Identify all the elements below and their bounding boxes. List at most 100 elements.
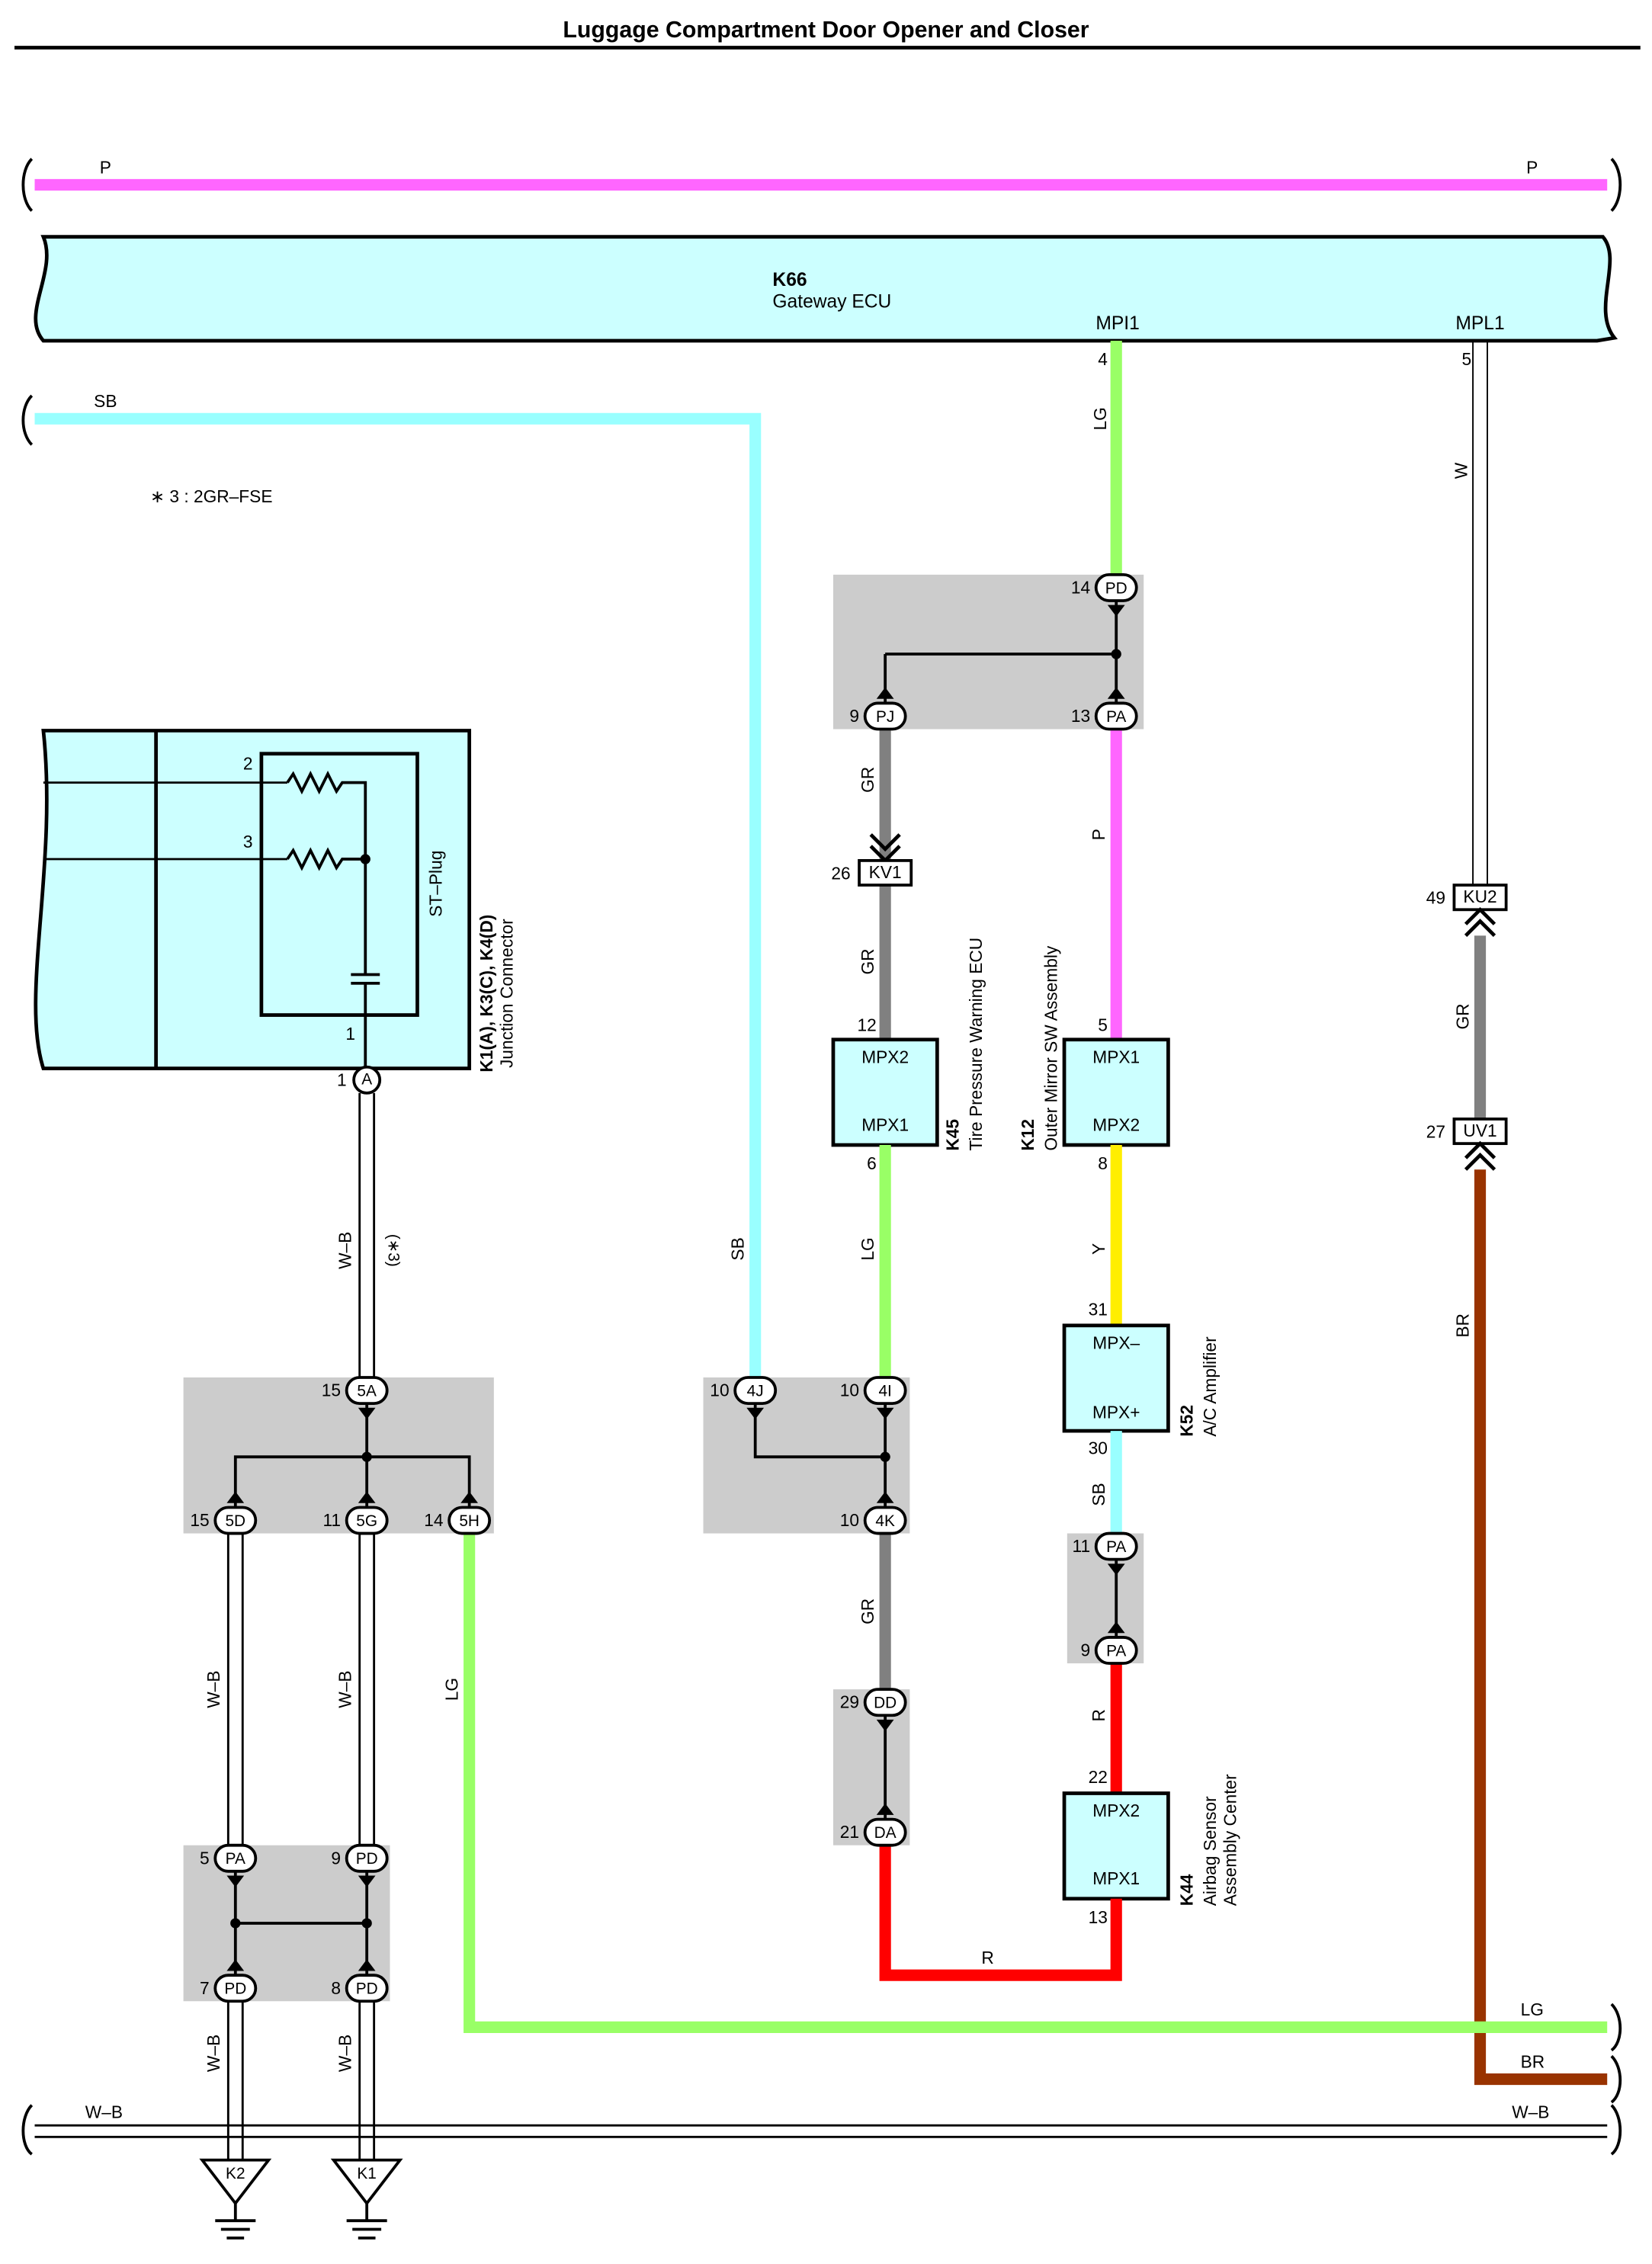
arrow-icon bbox=[1107, 687, 1125, 699]
airbag-top: MPX2 bbox=[1092, 1801, 1140, 1820]
mirror-id: K12 bbox=[1018, 1119, 1038, 1151]
junction-label: 5H bbox=[459, 1512, 480, 1530]
ground-k1-icon bbox=[330, 2158, 403, 2240]
junction-connector-j-pa-9: PA9 bbox=[1080, 1621, 1138, 1665]
junction-pin: 9 bbox=[849, 706, 859, 726]
ku2-pin: 49 bbox=[1426, 888, 1445, 908]
wb-5d-label: W–B bbox=[204, 1671, 223, 1708]
jc-pin-3: 3 bbox=[243, 832, 253, 851]
wb-bus-break-right bbox=[1610, 2104, 1622, 2156]
arrow-icon bbox=[358, 1407, 376, 1419]
junction-label: PJ bbox=[876, 708, 894, 726]
arrow-icon bbox=[876, 1491, 894, 1503]
ku2-chevron bbox=[1464, 906, 1496, 938]
arrow-icon bbox=[1107, 1563, 1125, 1576]
junction-label: 4I bbox=[878, 1382, 891, 1400]
arrow-icon bbox=[226, 1491, 245, 1503]
kv1-pin: 26 bbox=[831, 864, 850, 883]
tpw-ecu-bottom: MPX1 bbox=[861, 1114, 909, 1134]
junction-pin: 10 bbox=[840, 1381, 859, 1400]
w-mpl1-label: W bbox=[1451, 462, 1471, 479]
junction-label: PD bbox=[1105, 579, 1128, 597]
arrow-icon bbox=[1107, 604, 1125, 617]
junction-pin: 15 bbox=[190, 1510, 209, 1530]
arrow-icon bbox=[876, 687, 894, 699]
mirror-name: Outer Mirror SW Assembly bbox=[1041, 945, 1061, 1151]
airbag-box bbox=[1062, 1791, 1170, 1901]
mirror-pin-top: 5 bbox=[1098, 1015, 1108, 1034]
ground-k2-label: K2 bbox=[226, 2165, 245, 2182]
arrow-icon bbox=[1107, 1621, 1125, 1634]
airbag-id: K44 bbox=[1177, 1874, 1197, 1906]
junction-pin: 13 bbox=[1071, 706, 1090, 726]
junction-connector-j-pd-top: PD 14 bbox=[1071, 572, 1138, 617]
br-bottom-label: BR bbox=[1521, 2051, 1545, 2071]
wb-bus-right-label: W–B bbox=[1512, 2102, 1549, 2122]
wb-a-note: (∗3) bbox=[385, 1234, 403, 1267]
junction-label: PD bbox=[356, 1980, 378, 1998]
ac-pin-top: 31 bbox=[1089, 1300, 1108, 1320]
junction-pin: 7 bbox=[200, 1978, 210, 1998]
ac-amp-name: A/C Amplifier bbox=[1200, 1336, 1220, 1437]
r-airbag-label: R bbox=[1089, 1709, 1108, 1721]
mirror-bottom: MPX2 bbox=[1092, 1114, 1140, 1134]
r-wire-bottom bbox=[879, 1845, 1122, 1981]
ac-amp-bottom: MPX+ bbox=[1092, 1402, 1140, 1422]
ac-pin-bottom: 30 bbox=[1089, 1438, 1108, 1457]
kv1-label: KV1 bbox=[869, 862, 902, 882]
junction-label: 5D bbox=[225, 1512, 245, 1530]
airbag-pin-top: 22 bbox=[1089, 1767, 1108, 1787]
gr-4k-label: GR bbox=[858, 1599, 877, 1624]
gateway-ecu-name: Gateway ECU bbox=[772, 291, 891, 312]
junction-label: DA bbox=[874, 1824, 897, 1842]
junction-pin: 21 bbox=[840, 1822, 859, 1842]
gateway-pin-mpi1: MPI1 bbox=[1095, 313, 1139, 334]
junction-pin: 10 bbox=[710, 1381, 729, 1400]
gateway-pin-5: 5 bbox=[1462, 349, 1472, 369]
uv1-connector bbox=[1452, 1118, 1508, 1146]
arrow-icon bbox=[460, 1491, 479, 1503]
br-vert-label: BR bbox=[1452, 1313, 1472, 1338]
break-br-right bbox=[1610, 2054, 1622, 2104]
arrow-icon bbox=[876, 1407, 894, 1419]
gateway-ecu-box bbox=[34, 235, 1618, 343]
resistor-2-icon bbox=[286, 771, 367, 975]
note-text: ∗ 3 : 2GR–FSE bbox=[150, 486, 272, 506]
junction-connector-j-pd-7: PD7 bbox=[200, 1959, 258, 2003]
diagram-title: Luggage Compartment Door Opener and Clos… bbox=[563, 18, 1089, 43]
airbag-name-1: Airbag Sensor bbox=[1200, 1796, 1220, 1906]
junction-label: PA bbox=[226, 1850, 245, 1868]
junction-pin: 15 bbox=[322, 1381, 341, 1400]
uv1-pin: 27 bbox=[1426, 1122, 1445, 1142]
gr-pj-label: GR bbox=[858, 767, 877, 793]
junction-dot-5 bbox=[361, 1451, 372, 1462]
lg-wire-5h bbox=[464, 1533, 1608, 2033]
junction-label: PA bbox=[1106, 1642, 1126, 1660]
br-wire bbox=[1474, 1169, 1608, 2086]
bus-break-right bbox=[1610, 158, 1622, 212]
sb-top-label: SB bbox=[94, 391, 117, 411]
junction-connector-j-da: DA 21 bbox=[840, 1803, 907, 1847]
ac-amp-top: MPX– bbox=[1092, 1332, 1140, 1352]
wb-5g-label: W–B bbox=[335, 1671, 354, 1708]
junction-dot-4 bbox=[880, 1451, 890, 1462]
junction-pin: 14 bbox=[1071, 577, 1090, 597]
sb-wire-top bbox=[34, 412, 762, 1390]
junction-pin: 5 bbox=[200, 1848, 210, 1868]
junction-pin: 9 bbox=[331, 1848, 341, 1868]
jc-out-pin-label: A bbox=[361, 1070, 372, 1088]
junction-connector-j-pd-8: PD8 bbox=[331, 1959, 389, 2003]
ground-k1-label: K1 bbox=[357, 2165, 376, 2182]
junction-dot-pa-pd-1 bbox=[230, 1918, 241, 1929]
junction-connector-box bbox=[34, 729, 472, 1071]
jc-pin-1: 1 bbox=[345, 1024, 355, 1044]
capacitor-icon bbox=[351, 973, 380, 1069]
airbag-bottom: MPX1 bbox=[1092, 1868, 1140, 1888]
st-plug-label: ST–Plug bbox=[426, 851, 446, 917]
